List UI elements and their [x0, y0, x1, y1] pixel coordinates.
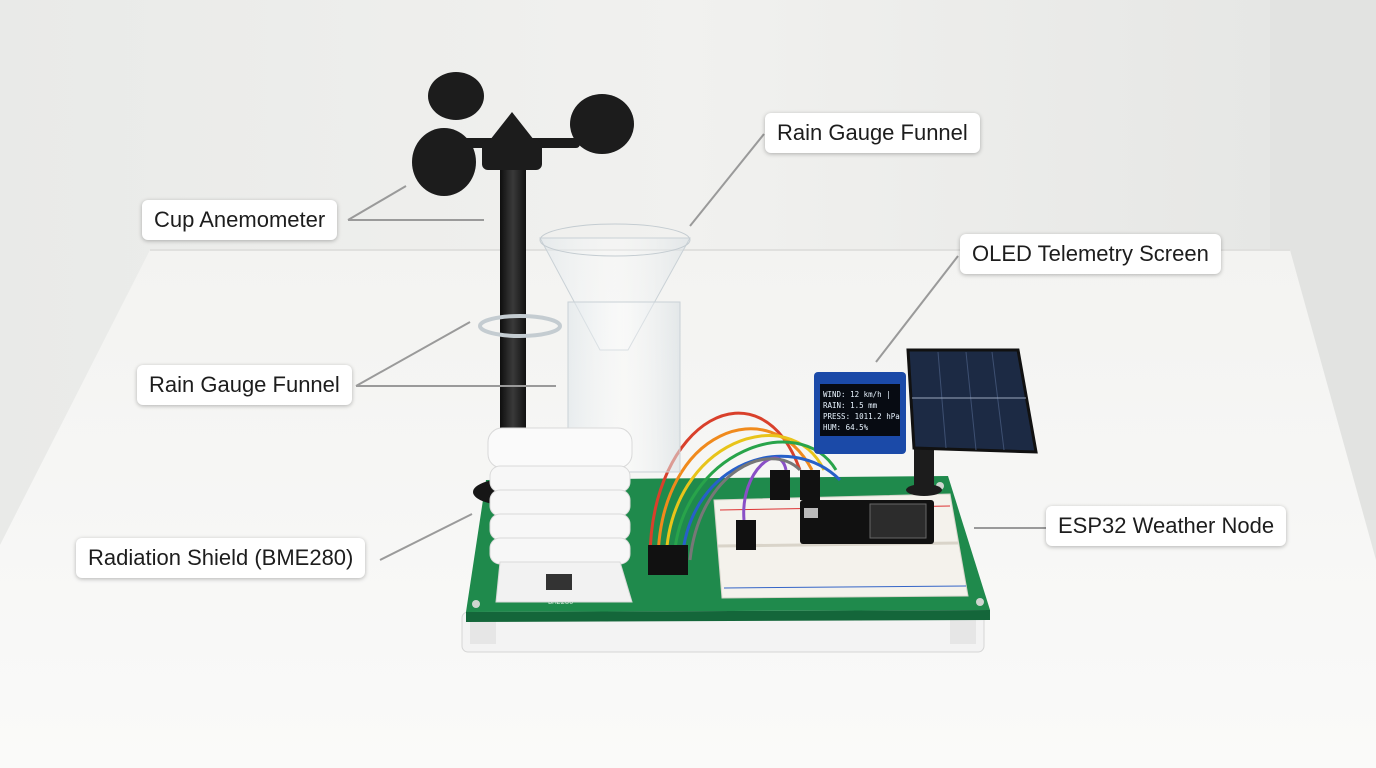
callout-cup-anemometer: Cup Anemometer [142, 200, 338, 240]
callout-rain-gauge-funnel-top: Rain Gauge Funnel [765, 113, 980, 153]
oled-line-4: HUM: 64.5% [823, 423, 869, 432]
callout-esp32-node: ESP32 Weather Node [1046, 506, 1287, 546]
callout-oled-screen: OLED Telemetry Screen [960, 234, 1221, 274]
esp32-module [800, 500, 934, 544]
oled-line-3: PRESS: 1011.2 hPa [823, 412, 900, 421]
jumper-wires [648, 411, 842, 575]
callout-rain-gauge-funnel-left: Rain Gauge Funnel [137, 365, 352, 405]
oled-screen: WIND: 12 km/h | RAIN: 1.5 mm PRESS: 1011… [814, 372, 906, 454]
radiation-shield [487, 427, 633, 603]
callout-radiation-shield: Radiation Shield (BME280) [76, 538, 366, 578]
oled-line-1: WIND: 12 km/h | [823, 390, 891, 399]
solar-panel [906, 348, 1038, 496]
oled-line-2: RAIN: 1.5 mm [823, 401, 878, 410]
callout-leader-lines [347, 133, 1046, 561]
